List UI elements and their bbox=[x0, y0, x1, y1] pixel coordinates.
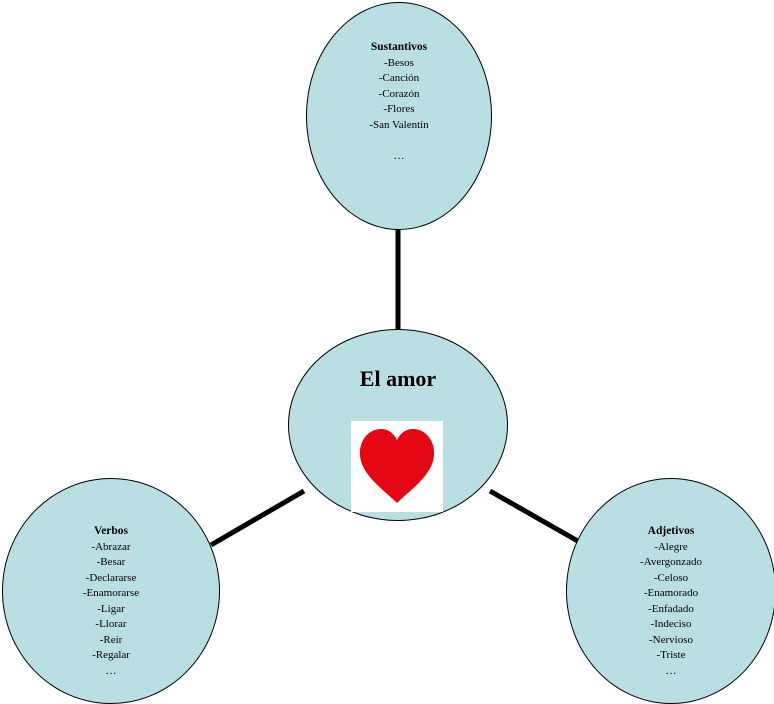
sustantivos-text: Sustantivos -Besos -Canción -Corazón -Fl… bbox=[307, 40, 491, 164]
sustantivos-item: -Corazón bbox=[378, 87, 420, 100]
adjetivos-item: -Celoso bbox=[653, 571, 689, 584]
heart-icon bbox=[359, 429, 435, 503]
connector-verbos bbox=[209, 488, 306, 548]
bubble-sustantivos: Sustantivos -Besos -Canción -Corazón -Fl… bbox=[306, 2, 492, 230]
verbos-item: -Regalar bbox=[92, 649, 130, 661]
verbos-item: -Abrazar bbox=[91, 540, 131, 553]
sustantivos-title: Sustantivos bbox=[370, 41, 428, 53]
heart-image bbox=[351, 421, 443, 512]
verbos-text: Verbos -Abrazar -Besar -Declararse -Enam… bbox=[3, 524, 219, 679]
verbos-item: -Ligar bbox=[97, 602, 125, 615]
verbos-ellipsis: … bbox=[105, 664, 117, 677]
sustantivos-item: -Besos bbox=[384, 56, 414, 69]
sustantivos-item: -San Valentín bbox=[369, 118, 429, 131]
adjetivos-item: -Nervioso bbox=[649, 633, 693, 646]
bubble-adjetivos: Adjetivos -Alegre -Avergonzado -Celoso -… bbox=[566, 478, 774, 704]
bubble-verbos: Verbos -Abrazar -Besar -Declararse -Enam… bbox=[2, 478, 220, 704]
bubble-center: El amor bbox=[288, 329, 508, 521]
adjetivos-item: -Alegre bbox=[654, 540, 688, 553]
verbos-item: -Llorar bbox=[95, 618, 127, 630]
sustantivos-item: -Canción bbox=[378, 72, 420, 84]
verbos-item: -Reír bbox=[99, 633, 123, 646]
center-title: El amor bbox=[359, 366, 437, 391]
heart-shape bbox=[359, 429, 435, 503]
verbos-item: -Enamorarse bbox=[82, 587, 140, 599]
adjetivos-item: -Avergonzado bbox=[640, 556, 702, 568]
adjetivos-title: Adjetivos bbox=[647, 525, 695, 537]
adjetivos-ellipsis: … bbox=[665, 664, 677, 677]
sustantivos-spacer bbox=[307, 133, 491, 149]
adjetivos-item: -Triste bbox=[656, 649, 686, 661]
adjetivos-item: -Enamorado bbox=[643, 587, 699, 599]
adjetivos-text: Adjetivos -Alegre -Avergonzado -Celoso -… bbox=[567, 524, 774, 679]
connector-adjetivos bbox=[488, 488, 585, 547]
adjetivos-item: -Indeciso bbox=[650, 618, 692, 630]
verbos-title: Verbos bbox=[93, 525, 129, 537]
sustantivos-item: -Flores bbox=[383, 103, 415, 115]
adjetivos-item: -Enfadado bbox=[648, 602, 694, 615]
sustantivos-ellipsis: … bbox=[393, 149, 405, 162]
verbos-item: -Besar bbox=[96, 556, 126, 568]
verbos-item: -Declararse bbox=[85, 571, 137, 584]
